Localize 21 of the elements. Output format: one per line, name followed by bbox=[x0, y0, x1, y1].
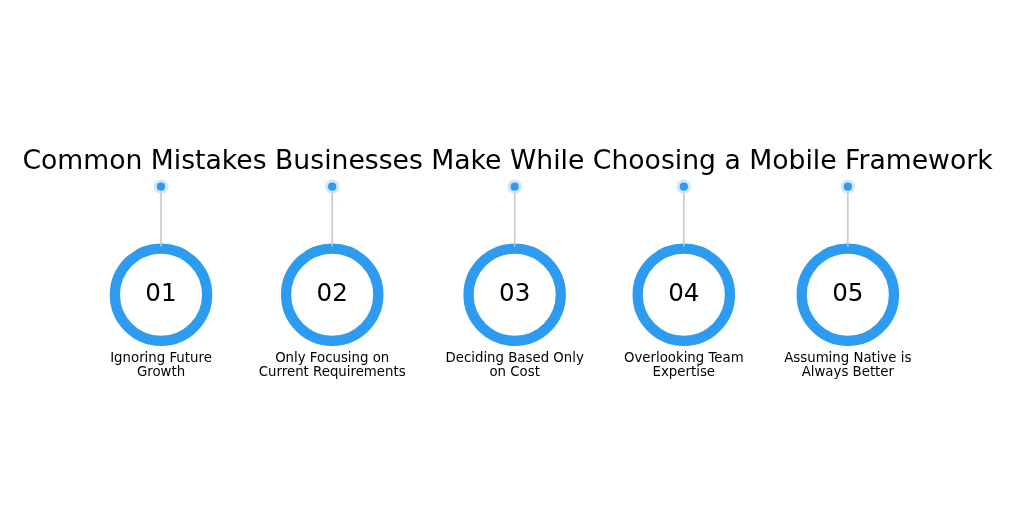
diagram-title: Common Mistakes Businesses Make While Choosing a Mobile Framework bbox=[21, 143, 993, 175]
connector bbox=[682, 191, 685, 247]
node-circle: 02 bbox=[280, 243, 383, 346]
connector bbox=[513, 191, 515, 247]
connector bbox=[846, 191, 849, 247]
node-circle bbox=[840, 179, 855, 194]
connector bbox=[330, 191, 333, 247]
node-circle: 04 bbox=[632, 243, 735, 346]
node-label: Ignoring Future Growth bbox=[109, 349, 212, 379]
node-label: Assuming Native is Always Better bbox=[783, 349, 911, 379]
node-circle: 03 bbox=[462, 243, 566, 346]
node-circle bbox=[324, 179, 339, 194]
node-circle bbox=[153, 179, 168, 194]
node-circle: 05 bbox=[796, 243, 899, 346]
node-label: Deciding Based Only on Cost bbox=[445, 349, 584, 379]
node-label: Overlooking Team Expertise bbox=[623, 349, 744, 379]
node-circle bbox=[676, 179, 691, 194]
node-circle: 01 bbox=[109, 243, 212, 346]
node-label: Only Focusing on Current Requirements bbox=[258, 349, 406, 379]
connector bbox=[159, 191, 162, 247]
node-circle bbox=[507, 179, 522, 194]
